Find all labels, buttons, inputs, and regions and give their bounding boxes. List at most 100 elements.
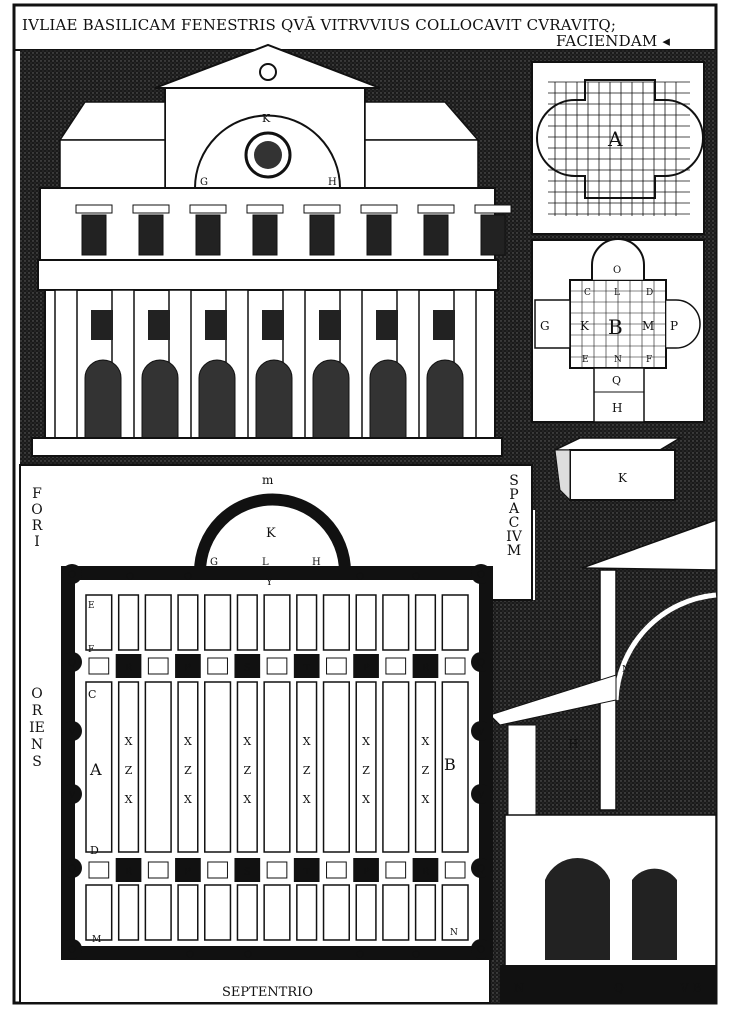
bottom-wall-letter: O	[244, 950, 252, 961]
bottom-wall-letter: O	[186, 950, 194, 961]
right-wall-letter: O	[477, 570, 485, 581]
column-letter: X	[422, 793, 430, 806]
elevation-label-k: K	[262, 112, 271, 125]
column-letter: Z	[243, 764, 251, 777]
plan-cell	[85, 681, 113, 853]
plan-a-panel: A	[531, 61, 705, 235]
plan-cell	[147, 861, 169, 879]
wall-pier	[471, 652, 491, 672]
row-letter: T	[303, 663, 310, 674]
plan-b-m: M	[642, 319, 654, 333]
ground-window	[205, 310, 227, 340]
plan-cell	[382, 681, 410, 853]
plan-top-mark: m	[262, 473, 274, 487]
arch-opening	[255, 359, 293, 439]
plan-cell	[263, 681, 291, 853]
arch-opening	[369, 359, 407, 439]
upper-window	[366, 214, 392, 256]
pier	[234, 654, 261, 678]
plan-b-c: C	[584, 288, 591, 298]
arch-opening	[312, 359, 350, 439]
row-letter: P	[363, 663, 370, 674]
plan-cell	[144, 681, 172, 853]
plan-cell	[85, 594, 113, 651]
word-spacium: SPACIVM	[506, 473, 522, 559]
row-letter: T	[303, 867, 310, 878]
left-wall-letter: O	[68, 945, 76, 956]
ground-window	[148, 310, 170, 340]
top-wall-letter: O	[356, 572, 364, 583]
plan-cell	[385, 861, 407, 879]
column-letter: Z	[422, 764, 430, 777]
column-letter: X	[243, 793, 251, 806]
label-c: C	[88, 688, 96, 701]
plan-cell	[204, 884, 232, 941]
pier	[412, 654, 439, 678]
plan-cell	[263, 884, 291, 941]
section-bottom-n: N	[514, 981, 525, 995]
column-letter: Z	[362, 764, 370, 777]
plan-cell	[204, 594, 232, 651]
wall-pier	[62, 721, 82, 741]
plan-cell	[414, 884, 437, 941]
plan-b-e: E	[582, 355, 589, 365]
left-wall-letter: Q	[68, 658, 76, 669]
row-letter: P	[185, 663, 192, 674]
plan-cell	[355, 681, 377, 853]
wall-pier	[471, 721, 491, 741]
upper-window	[138, 214, 164, 256]
word-septentrio: SEPTENTRIO	[222, 985, 313, 1000]
pier	[115, 654, 142, 678]
pier	[353, 654, 379, 678]
title-line-1: IVLIAE BASILICAM FENESTRIS QVĀ VITRVVIUS…	[22, 16, 616, 34]
right-wall-letter: V	[476, 727, 485, 738]
wall-pier	[62, 939, 82, 959]
pier	[175, 858, 201, 882]
window-pediment	[75, 204, 113, 214]
column-letter: X	[184, 793, 192, 806]
column-letter: X	[303, 793, 311, 806]
pilaster	[54, 289, 78, 439]
plan-cell	[88, 657, 110, 675]
wall-pier	[471, 858, 491, 878]
plan-cell	[236, 594, 258, 651]
pier	[293, 858, 320, 882]
apse-l: L	[262, 557, 269, 568]
plan-cell	[177, 681, 199, 853]
plan-b-o: O	[613, 265, 621, 276]
ground-window	[262, 310, 284, 340]
plan-cell	[441, 594, 469, 651]
wall-pier	[471, 784, 491, 804]
plan-cell	[204, 681, 232, 853]
window-pediment	[132, 204, 170, 214]
column-letter: Z	[303, 764, 311, 777]
plan-cell	[117, 681, 140, 853]
right-wall-letter: Q	[477, 658, 485, 669]
pier	[412, 858, 439, 882]
top-wall-letter: O	[412, 572, 420, 583]
elevation-label-g: G	[200, 177, 208, 188]
plan-cell	[296, 681, 318, 853]
wall-pier	[62, 564, 82, 584]
bottom-wall-letter: O	[412, 950, 420, 961]
plan-cell	[355, 594, 377, 651]
section-bottom-vb: V B	[679, 981, 701, 995]
label-a: A	[89, 760, 102, 779]
plan-cell	[144, 884, 172, 941]
wall-pier	[471, 939, 491, 959]
row-letter: P	[363, 867, 370, 878]
plan-cell	[266, 657, 288, 675]
window-pediment	[303, 204, 341, 214]
upper-window	[309, 214, 335, 256]
apse-h: H	[312, 557, 321, 568]
right-wall-letter: V	[476, 790, 485, 801]
upper-window	[252, 214, 278, 256]
plan-cell	[296, 884, 318, 941]
row-letter: R	[125, 663, 133, 674]
column-letter: X	[125, 793, 133, 806]
plan-cell	[144, 594, 172, 651]
plan-b-d: D	[646, 288, 653, 298]
title-line-2: FACIENDAM ◂	[556, 32, 670, 50]
window-pediment	[189, 204, 227, 214]
